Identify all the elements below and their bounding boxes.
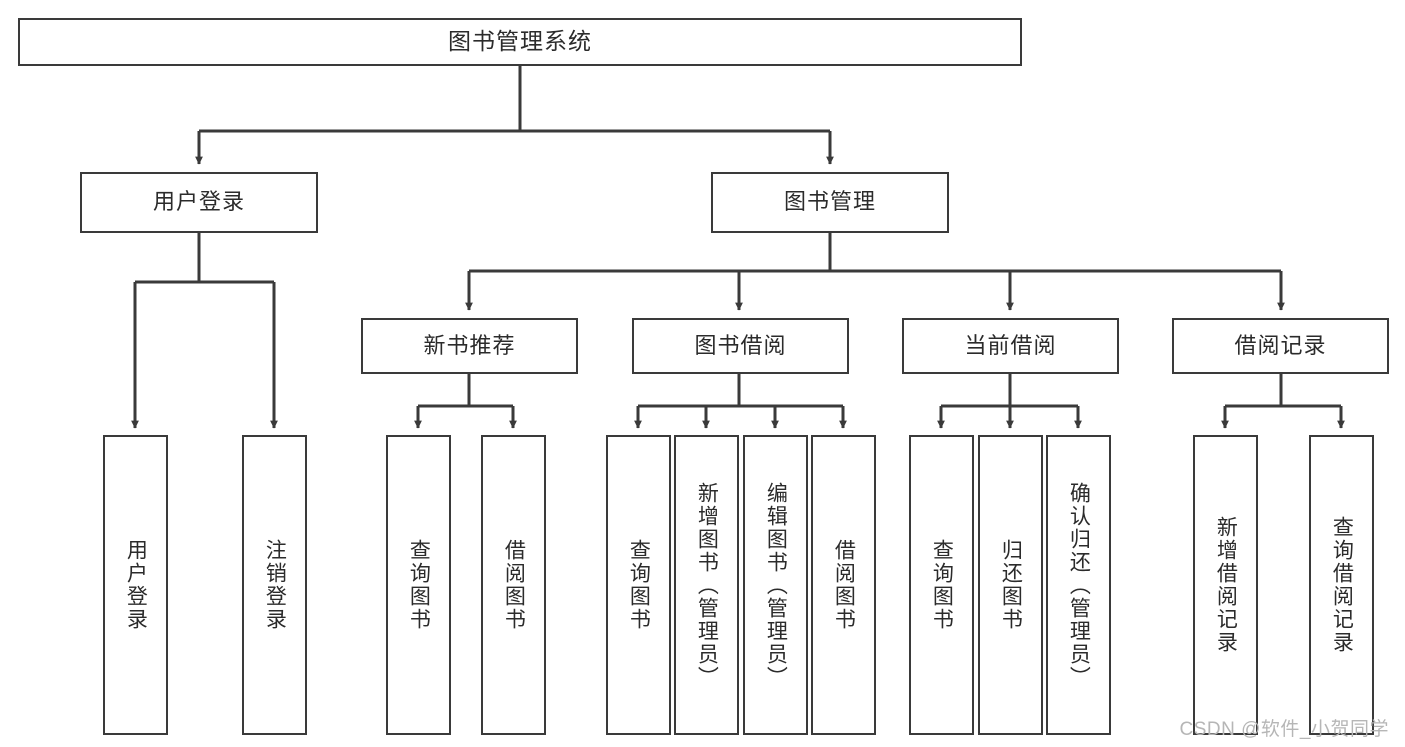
node-label: 借阅图书 xyxy=(502,539,526,631)
leaf-borrow-edit-book-admin[interactable]: 编辑图书（管理员） xyxy=(743,435,808,735)
node-label: 用户登录 xyxy=(152,189,245,215)
leaf-user-login-signin[interactable]: 用户登录 xyxy=(103,435,168,735)
leaf-new-book-query[interactable]: 查询图书 xyxy=(386,435,451,735)
leaf-borrow-query-book[interactable]: 查询图书 xyxy=(606,435,671,735)
node-label: 归还图书 xyxy=(999,539,1023,631)
csdn-watermark: CSDN @软件_小贺同学 xyxy=(1179,719,1389,740)
node-label: 新书推荐 xyxy=(423,332,516,358)
leaf-borrow-add-book-admin[interactable]: 新增图书（管理员） xyxy=(674,435,739,735)
node-label: 查询图书 xyxy=(930,539,954,631)
node-label: 查询图书 xyxy=(407,539,431,631)
node-label: 查询图书 xyxy=(627,539,651,631)
leaf-current-return-book[interactable]: 归还图书 xyxy=(978,435,1043,735)
leaf-record-add[interactable]: 新增借阅记录 xyxy=(1193,435,1258,735)
node-label: 用户登录 xyxy=(124,539,148,631)
leaf-borrow-borrow-book[interactable]: 借阅图书 xyxy=(811,435,876,735)
node-label: 确认归还（管理员） xyxy=(1067,481,1091,689)
leaf-record-query[interactable]: 查询借阅记录 xyxy=(1309,435,1374,735)
leaf-current-confirm-return-admin[interactable]: 确认归还（管理员） xyxy=(1046,435,1111,735)
node-new-book-recommend[interactable]: 新书推荐 xyxy=(361,318,578,374)
node-label: 新增图书（管理员） xyxy=(695,481,719,689)
node-current-borrow[interactable]: 当前借阅 xyxy=(902,318,1119,374)
node-label: 查询借阅记录 xyxy=(1330,516,1354,654)
leaf-current-query-book[interactable]: 查询图书 xyxy=(909,435,974,735)
node-book-borrow[interactable]: 图书借阅 xyxy=(632,318,849,374)
node-user-login[interactable]: 用户登录 xyxy=(80,172,318,233)
node-label: 当前借阅 xyxy=(964,332,1057,358)
leaf-user-login-signout[interactable]: 注销登录 xyxy=(242,435,307,735)
node-label: 借阅图书 xyxy=(832,539,856,631)
node-root-library-system[interactable]: 图书管理系统 xyxy=(18,18,1022,66)
node-label: 图书管理 xyxy=(783,189,876,215)
node-label: 编辑图书（管理员） xyxy=(764,481,788,689)
node-borrow-record[interactable]: 借阅记录 xyxy=(1172,318,1389,374)
node-label: 图书借阅 xyxy=(694,332,787,358)
node-label: 图书管理系统 xyxy=(448,28,592,55)
node-label: 新增借阅记录 xyxy=(1214,516,1238,654)
node-label: 借阅记录 xyxy=(1234,332,1327,358)
node-book-management[interactable]: 图书管理 xyxy=(711,172,949,233)
leaf-new-book-borrow[interactable]: 借阅图书 xyxy=(481,435,546,735)
node-label: 注销登录 xyxy=(263,539,287,631)
